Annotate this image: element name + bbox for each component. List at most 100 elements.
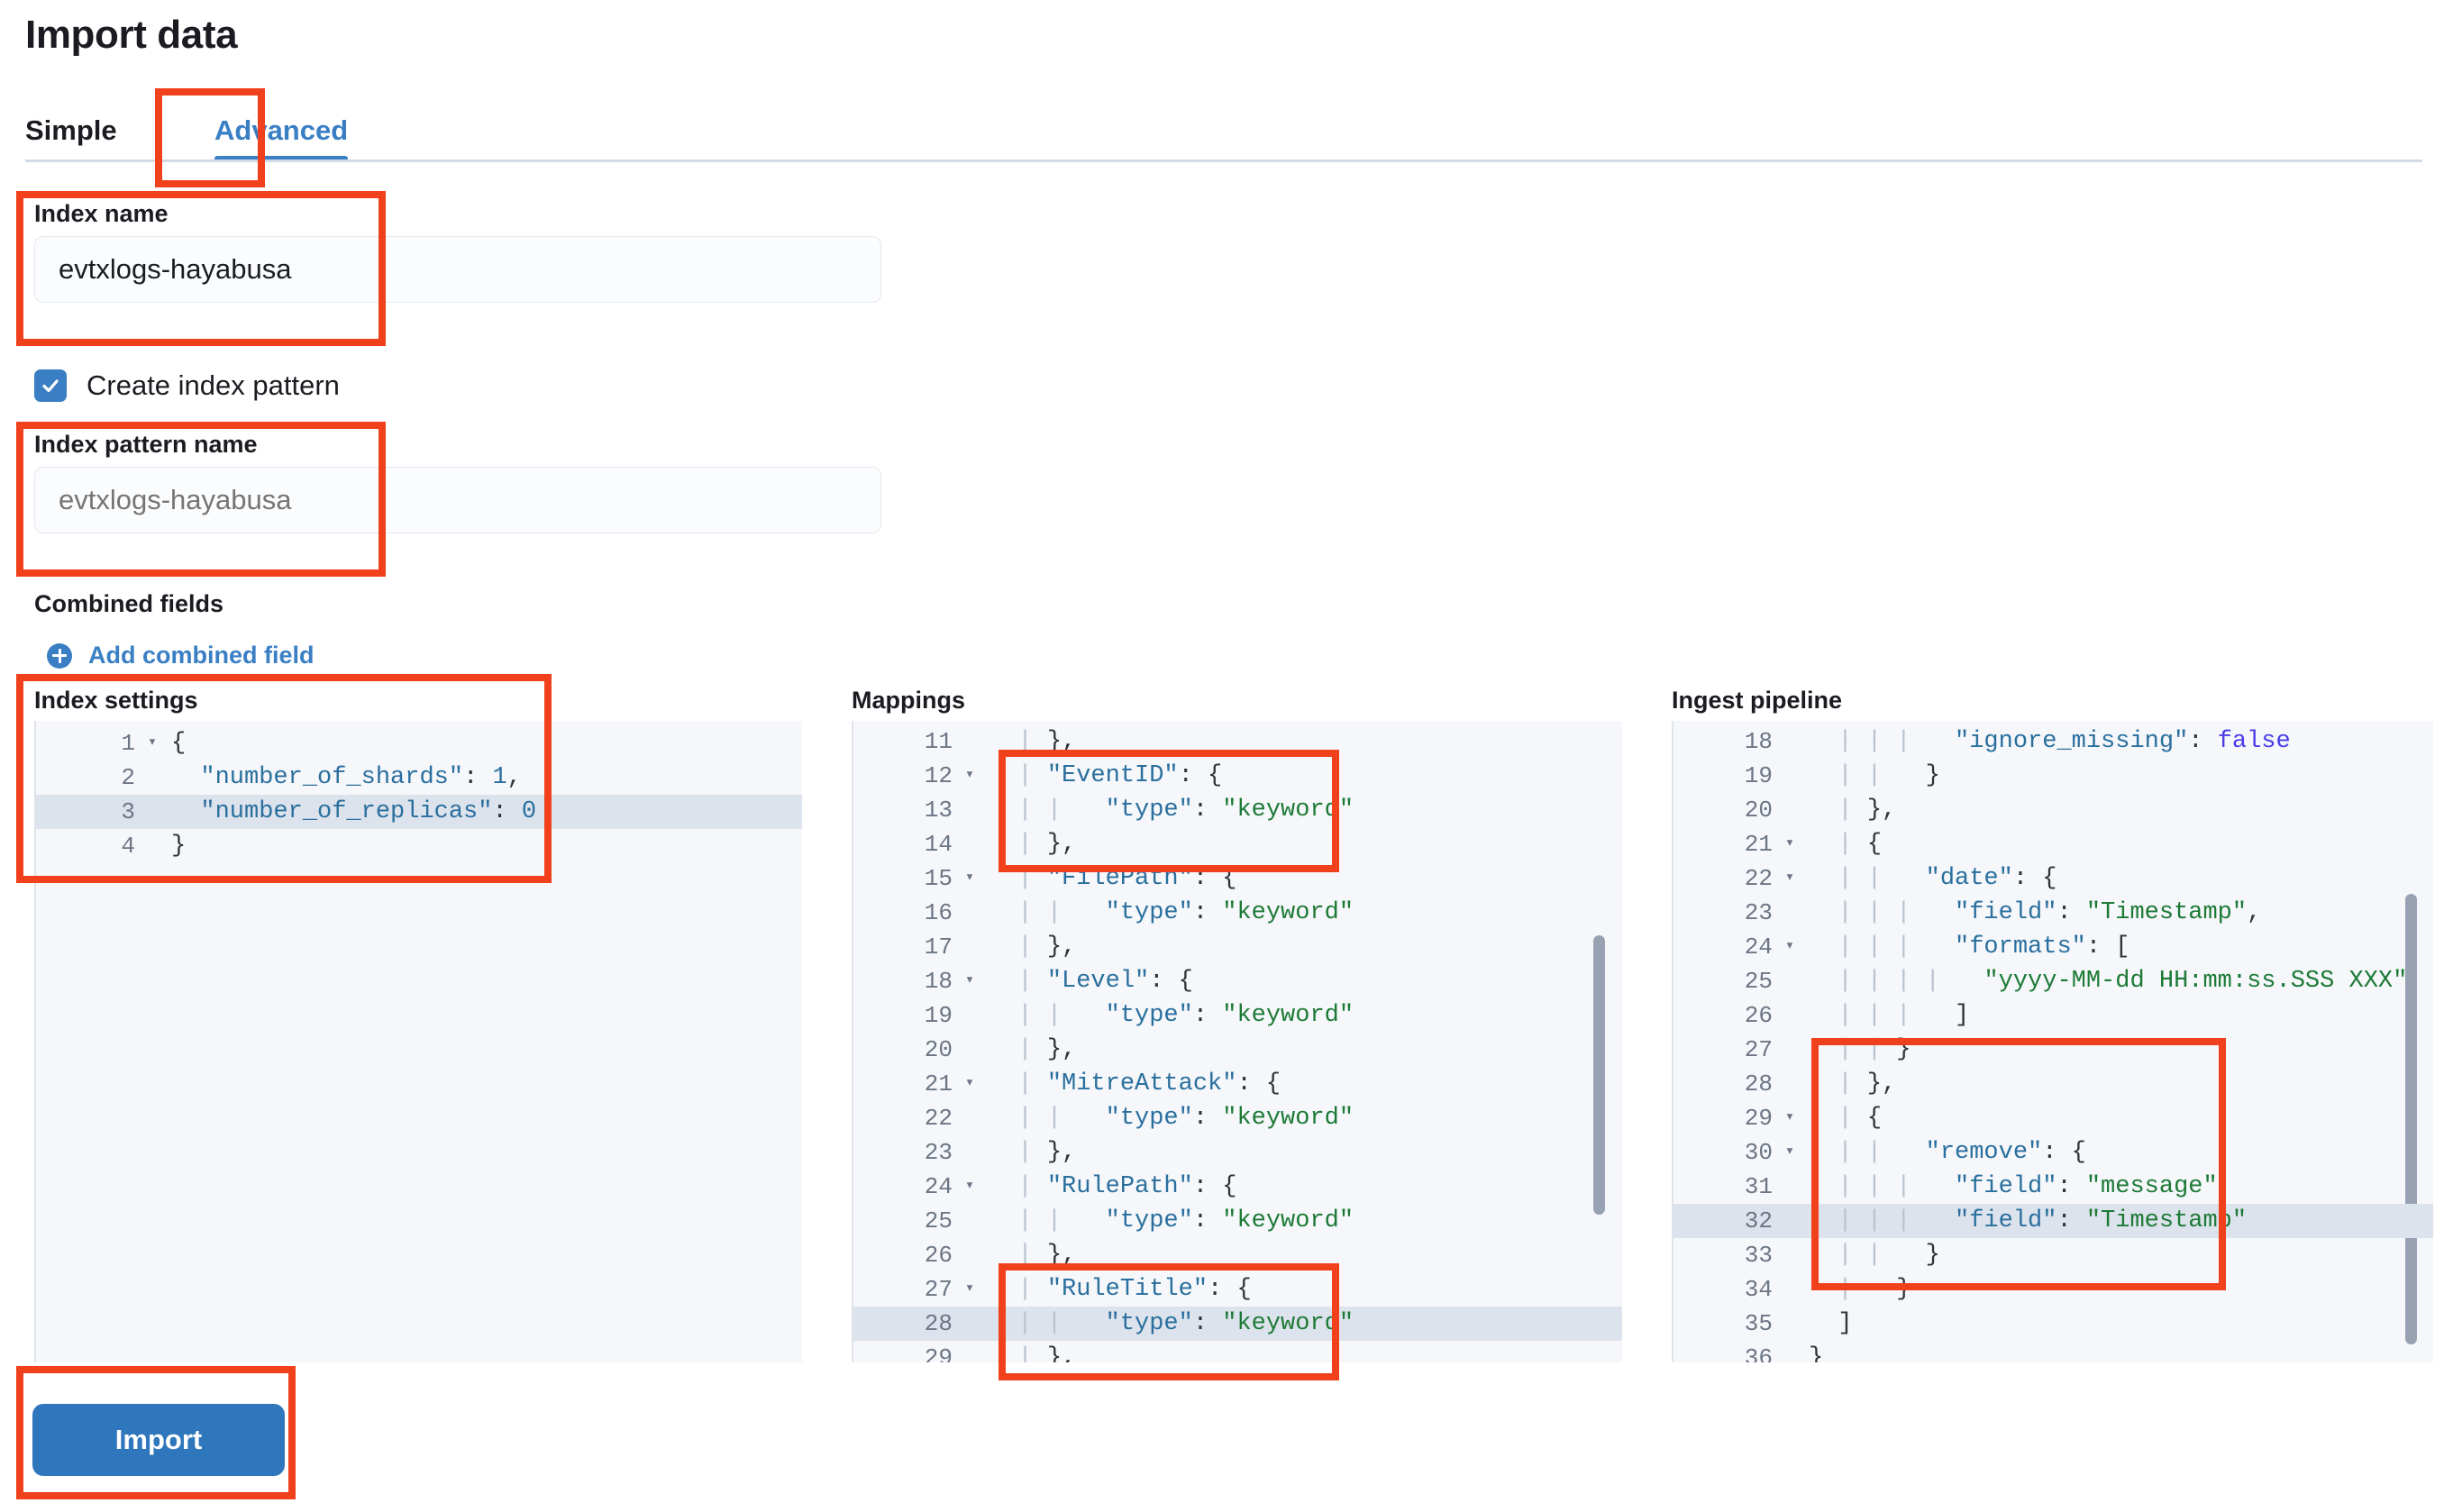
code-line[interactable]: 26 | | | ]: [1672, 998, 2433, 1033]
code-line[interactable]: 3 "number_of_replicas": 0: [34, 795, 802, 829]
fold-arrow-icon[interactable]: ▾: [964, 972, 975, 989]
fold-arrow-icon[interactable]: ▾: [147, 734, 158, 751]
checkmark-icon[interactable]: [34, 369, 67, 402]
fold-arrow-icon[interactable]: ▾: [1784, 835, 1795, 852]
editor-gutter-border: [852, 721, 853, 1362]
tab-advanced[interactable]: Advanced: [214, 99, 349, 162]
code-line[interactable]: 11 | },: [852, 724, 1622, 759]
fold-arrow-icon[interactable]: ▾: [964, 767, 975, 784]
code-line[interactable]: 32 | | | "field": "Timestamp": [1672, 1204, 2433, 1238]
fold-arrow-icon[interactable]: ▾: [964, 1280, 975, 1298]
code-lines: 11 | },12▾ | "EventID": {13 | | "type": …: [852, 724, 1622, 1362]
code-line[interactable]: 22 | | "type": "keyword": [852, 1101, 1622, 1135]
code-line[interactable]: 34 | }: [1672, 1272, 2433, 1307]
code-line[interactable]: 24▾ | "RulePath": {: [852, 1170, 1622, 1204]
code-line[interactable]: 31 | | | "field": "message",: [1672, 1170, 2433, 1204]
code-line[interactable]: 20 | },: [852, 1033, 1622, 1067]
code-line[interactable]: 15▾ | "FilePath": {: [852, 861, 1622, 896]
fold-arrow-icon[interactable]: ▾: [964, 1075, 975, 1092]
line-number: 22: [924, 1105, 953, 1132]
index-settings-editor[interactable]: 1 ▾ {2 "number_of_shards": 1,3 "number_of_…: [34, 721, 802, 1362]
code-line[interactable]: 36}: [1672, 1341, 2433, 1362]
add-combined-field-button[interactable]: Add combined field: [47, 642, 315, 669]
code-line[interactable]: 35 ]: [1672, 1307, 2433, 1341]
code-line[interactable]: 26 | },: [852, 1238, 1622, 1272]
code-text: | },: [1017, 1344, 1077, 1362]
code-line[interactable]: 23 | },: [852, 1135, 1622, 1170]
editor-gutter-border: [1672, 721, 1673, 1362]
code-line[interactable]: 27▾ | "RuleTitle": {: [852, 1272, 1622, 1307]
line-number: 33: [1744, 1242, 1773, 1269]
line-number: 17: [924, 934, 953, 961]
code-line[interactable]: 25 | | | | "yyyy-MM-dd HH:mm:ss.SSS XXX": [1672, 964, 2433, 998]
code-line[interactable]: 4}: [34, 829, 802, 863]
code-line[interactable]: 19 | | }: [1672, 759, 2433, 793]
line-number: 1: [121, 730, 135, 757]
code-line[interactable]: 28 | },: [1672, 1067, 2433, 1101]
code-text: | | "type": "keyword": [1017, 1002, 1354, 1029]
code-line[interactable]: 16 | | "type": "keyword": [852, 896, 1622, 930]
code-line[interactable]: 12▾ | "EventID": {: [852, 759, 1622, 793]
add-combined-field-label: Add combined field: [88, 642, 315, 669]
mappings-editor[interactable]: 11 | },12▾ | "EventID": {13 | | "type": …: [852, 721, 1622, 1362]
fold-arrow-icon[interactable]: ▾: [1784, 1109, 1795, 1126]
code-line[interactable]: 2 "number_of_shards": 1,: [34, 761, 802, 795]
line-number: 34: [1744, 1276, 1773, 1303]
editor-gutter-border: [34, 721, 36, 1362]
code-line[interactable]: 18▾ | "Level": {: [852, 964, 1622, 998]
code-line[interactable]: 25 | | "type": "keyword": [852, 1204, 1622, 1238]
code-line[interactable]: 23 | | | "field": "Timestamp",: [1672, 896, 2433, 930]
fold-arrow-icon[interactable]: ▾: [964, 1178, 975, 1195]
code-line[interactable]: 19 | | "type": "keyword": [852, 998, 1622, 1033]
line-number: 24: [1744, 934, 1773, 961]
line-number: 21: [1744, 831, 1773, 858]
code-line[interactable]: 13 | | "type": "keyword": [852, 793, 1622, 827]
line-number: 21: [924, 1070, 953, 1098]
code-text: | | }: [1838, 762, 1940, 789]
code-text: | },: [1838, 797, 1897, 824]
code-line[interactable]: 21▾ | {: [1672, 827, 2433, 861]
code-line[interactable]: 30▾ | | "remove": {: [1672, 1135, 2433, 1170]
code-text: | },: [1017, 728, 1077, 755]
fold-arrow-icon[interactable]: ▾: [1784, 938, 1795, 955]
fold-arrow-icon[interactable]: ▾: [1784, 870, 1795, 887]
mappings-scrollbar[interactable]: [1593, 935, 1605, 1215]
code-text: | | "type": "keyword": [1017, 1105, 1354, 1132]
index-name-input[interactable]: [34, 236, 881, 303]
code-text: "number_of_replicas": 0: [200, 798, 537, 825]
line-number: 29: [924, 1344, 953, 1362]
code-line[interactable]: 29▾ | {: [1672, 1101, 2433, 1135]
index-pattern-name-label: Index pattern name: [34, 431, 258, 458]
code-line[interactable]: 17 | },: [852, 930, 1622, 964]
code-line[interactable]: 14 | },: [852, 827, 1622, 861]
line-number: 27: [1744, 1036, 1773, 1063]
code-text: | }: [1838, 1276, 1911, 1303]
line-number: 18: [924, 968, 953, 995]
code-text: | "MitreAttack": {: [1017, 1070, 1281, 1098]
index-pattern-name-input[interactable]: [34, 467, 881, 533]
code-text: }: [171, 833, 187, 860]
code-line[interactable]: 1 ▾ {: [34, 726, 802, 761]
code-line[interactable]: 22▾ | | "date": {: [1672, 861, 2433, 896]
code-lines: 1 ▾ {2 "number_of_shards": 1,3 "number_of_…: [34, 726, 802, 863]
code-text: {: [171, 730, 187, 757]
code-line[interactable]: 27 | | }: [1672, 1033, 2433, 1067]
code-line[interactable]: 21 ▾ | "MitreAttack": {: [852, 1067, 1622, 1101]
code-line[interactable]: 33 | | }: [1672, 1238, 2433, 1272]
code-line[interactable]: 29 | },: [852, 1341, 1622, 1362]
tab-simple[interactable]: Simple: [25, 99, 117, 162]
code-line[interactable]: 28 | | "type": "keyword": [852, 1307, 1622, 1341]
code-text: "number_of_shards": 1,: [200, 764, 522, 791]
code-line[interactable]: 24▾ | | | "formats": [: [1672, 930, 2433, 964]
fold-arrow-icon[interactable]: ▾: [964, 870, 975, 887]
line-number: 11: [924, 728, 953, 755]
code-line[interactable]: 18 | | | "ignore_missing": false: [1672, 724, 2433, 759]
import-button[interactable]: Import: [32, 1404, 285, 1476]
code-text: | },: [1017, 1139, 1077, 1166]
code-line[interactable]: 20 | },: [1672, 793, 2433, 827]
code-text: | },: [1838, 1070, 1897, 1098]
fold-arrow-icon[interactable]: ▾: [1784, 1143, 1795, 1161]
create-index-pattern-row[interactable]: Create index pattern: [34, 369, 340, 402]
